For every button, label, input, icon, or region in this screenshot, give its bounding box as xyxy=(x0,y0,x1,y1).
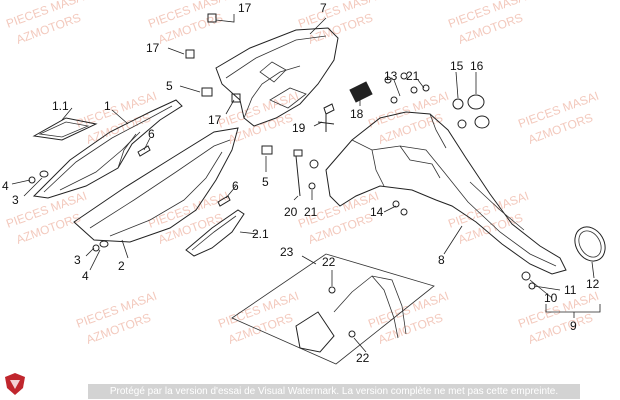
callout-10: 10 xyxy=(544,291,558,305)
callout-8: 8 xyxy=(438,253,445,267)
callout-3: 3 xyxy=(74,253,81,267)
callout-16: 16 xyxy=(470,59,484,73)
callout-1-1: 1.1 xyxy=(52,99,69,113)
callout-14: 14 xyxy=(370,205,384,219)
callout-13: 13 xyxy=(384,69,398,83)
callout-6: 6 xyxy=(232,179,239,193)
callout-1: 1 xyxy=(104,99,111,113)
callout-labels: 17 7 17 5 17 1.1 1 6 4 3 6 5 2.1 3 4 2 1… xyxy=(2,1,600,365)
leader-lines xyxy=(11,14,601,353)
callout-7: 7 xyxy=(320,1,327,15)
callout-4: 4 xyxy=(82,269,89,283)
part-18-grommet xyxy=(349,81,373,103)
callout-9: 9 xyxy=(570,319,577,333)
callout-17: 17 xyxy=(238,1,252,15)
part-12-reflector xyxy=(574,226,606,262)
callout-15: 15 xyxy=(450,59,464,73)
callout-2: 2 xyxy=(118,259,125,273)
part-2-1-cover xyxy=(185,209,245,257)
callout-21: 21 xyxy=(406,69,420,83)
callout-3: 3 xyxy=(12,193,19,207)
brand-shield-logo xyxy=(5,373,25,395)
part-15-16-bushings xyxy=(452,94,490,129)
part-8-rear-fender xyxy=(325,111,567,275)
callout-21: 21 xyxy=(304,205,318,219)
callout-23: 23 xyxy=(280,245,294,259)
callout-22: 22 xyxy=(322,255,336,269)
callout-20: 20 xyxy=(284,205,298,219)
part-2-side-panel xyxy=(73,127,239,243)
callout-12: 12 xyxy=(586,277,600,291)
fasteners xyxy=(28,13,536,338)
callout-2-1: 2.1 xyxy=(252,227,269,241)
callout-18: 18 xyxy=(350,107,364,121)
callout-17: 17 xyxy=(146,41,160,55)
callout-5: 5 xyxy=(166,79,173,93)
callout-17: 17 xyxy=(208,113,222,127)
callout-19: 19 xyxy=(292,121,306,135)
part-1-side-panel xyxy=(32,99,183,199)
part-23-harness xyxy=(231,253,435,365)
callout-11: 11 xyxy=(564,283,577,297)
callout-4: 4 xyxy=(2,179,9,193)
part-1-1-plate xyxy=(32,117,98,141)
callout-22: 22 xyxy=(356,351,370,365)
trial-watermark-notice: Protégé par la version d'essai de Visual… xyxy=(88,384,580,399)
callout-5: 5 xyxy=(262,175,269,189)
callout-6: 6 xyxy=(148,127,155,141)
part-7-seat-cowl xyxy=(215,27,339,127)
